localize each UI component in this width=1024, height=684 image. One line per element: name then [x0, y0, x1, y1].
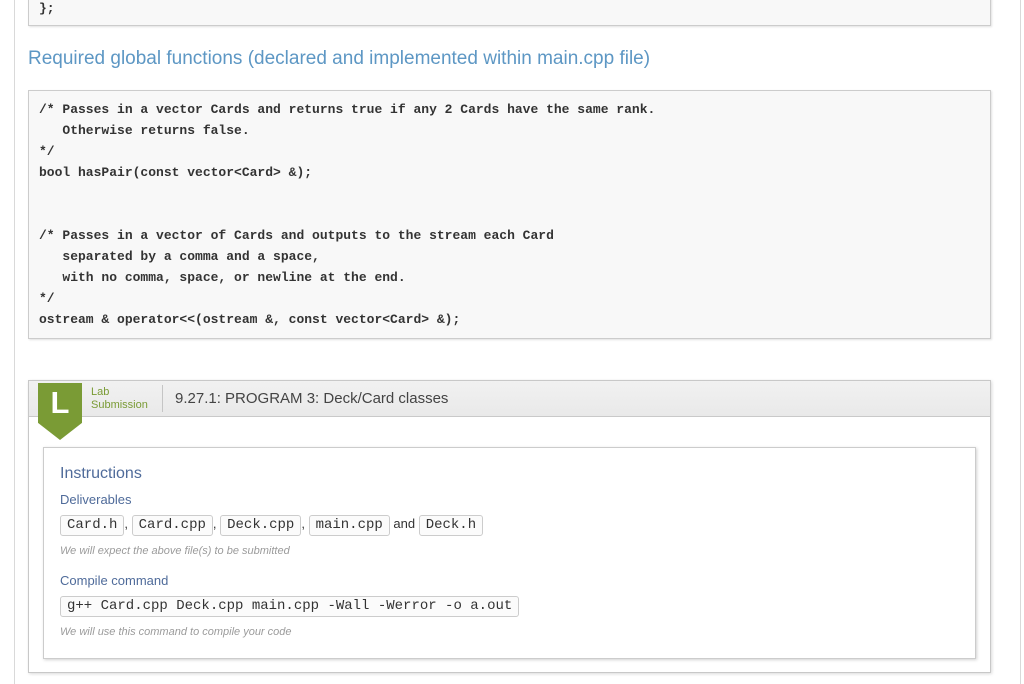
section-heading: Required global functions (declared and … — [28, 48, 651, 69]
compile-command-value: g++ Card.cpp Deck.cpp main.cpp -Wall -We… — [60, 596, 520, 617]
file-chip: Deck.h — [418, 515, 484, 536]
instructions-heading: Instructions — [60, 465, 142, 482]
file-separator: , — [124, 516, 132, 531]
instructions-panel: Instructions Deliverables Card.h, Card.c… — [43, 447, 976, 659]
file-separator: and — [389, 516, 419, 531]
activity-title: 9.27.1: PROGRAM 3: Deck/Card classes — [162, 385, 982, 412]
lab-badge-letter: L — [50, 385, 70, 420]
compile-command-label: Compile command — [60, 573, 169, 588]
activity-type-line1: Lab — [91, 386, 110, 398]
code-block-global-functions: /* Passes in a vector Cards and returns … — [28, 90, 991, 339]
deliverables-note: We will expect the above file(s) to be s… — [60, 545, 290, 557]
deliverables-label: Deliverables — [60, 492, 132, 507]
file-chip: Card.cpp — [131, 515, 213, 536]
file-chip: Deck.cpp — [220, 515, 302, 536]
lab-activity-body: Instructions Deliverables Card.h, Card.c… — [29, 417, 990, 672]
lab-activity-header: L Lab Submission 9.27.1: PROGRAM 3: Deck… — [29, 381, 990, 440]
file-chip: main.cpp — [308, 515, 390, 536]
content-column: }; Required global functions (declared a… — [14, 0, 1021, 684]
compile-command-note: We will use this command to compile your… — [60, 626, 292, 638]
activity-type-line2: Submission — [91, 399, 148, 411]
deliverables-files: Card.h, Card.cpp, Deck.cpp, main.cpp and… — [60, 515, 959, 536]
lab-submission-activity: L Lab Submission 9.27.1: PROGRAM 3: Deck… — [28, 380, 991, 673]
code-block-class-end: }; — [28, 0, 991, 26]
file-chip: Card.h — [60, 515, 125, 536]
file-separator: , — [212, 516, 221, 531]
activity-type-label: Lab Submission — [91, 386, 161, 412]
file-separator: , — [301, 516, 309, 531]
